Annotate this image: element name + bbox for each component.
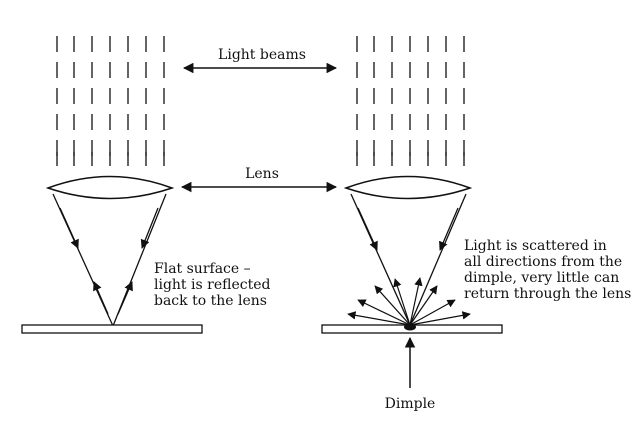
light-beams-label: Light beams xyxy=(218,47,306,63)
lens-label: Lens xyxy=(245,166,279,182)
left-reflection-cone xyxy=(52,193,167,327)
scattered-rays xyxy=(347,277,471,326)
light-beams-left xyxy=(56,36,165,166)
right-incident-cone xyxy=(350,193,467,326)
flat-surface xyxy=(21,324,203,334)
dimple xyxy=(404,323,416,331)
lens-left xyxy=(45,175,175,200)
flat-surface-caption: Flat surface – light is reflected back t… xyxy=(154,261,275,309)
lens-right xyxy=(343,175,473,200)
dimple-label: Dimple xyxy=(385,396,436,412)
light-beams-right xyxy=(356,36,465,166)
scattered-caption: Light is scattered in all directions fro… xyxy=(464,238,631,302)
